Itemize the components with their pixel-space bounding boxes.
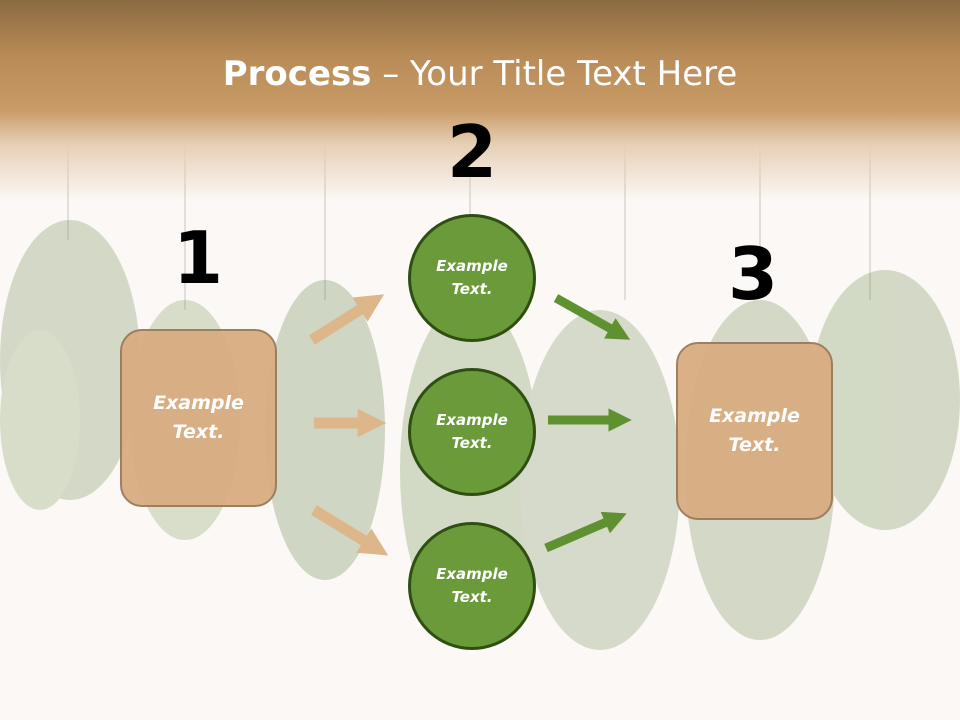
circle-top: Example Text. — [408, 214, 536, 342]
step-number-1: 1 — [172, 216, 224, 300]
circle-middle-label: Example Text. — [436, 411, 508, 452]
arrow-tan-up — [309, 294, 385, 345]
step-number-2: 2 — [446, 110, 498, 194]
circle-bottom: Example Text. — [408, 522, 536, 650]
title-bar — [0, 0, 960, 200]
title-bold: Process — [222, 54, 372, 94]
circle-bottom-label: Example Text. — [436, 565, 508, 606]
arrow-tan-down — [311, 505, 389, 556]
step-3-box: Example Text. — [676, 342, 833, 520]
step-1-box: Example Text. — [120, 329, 277, 507]
arrow-green-down — [553, 294, 631, 340]
step-3-label: Example Text. — [709, 405, 800, 456]
step-number-3: 3 — [727, 232, 779, 316]
slide-title: Process – Your Title Text Here — [0, 52, 960, 96]
circle-middle: Example Text. — [408, 368, 536, 496]
title-rest: – Your Title Text Here — [371, 54, 738, 94]
step-1-label: Example Text. — [153, 392, 244, 443]
arrow-green-up — [544, 511, 627, 553]
circle-top-label: Example Text. — [436, 257, 508, 298]
